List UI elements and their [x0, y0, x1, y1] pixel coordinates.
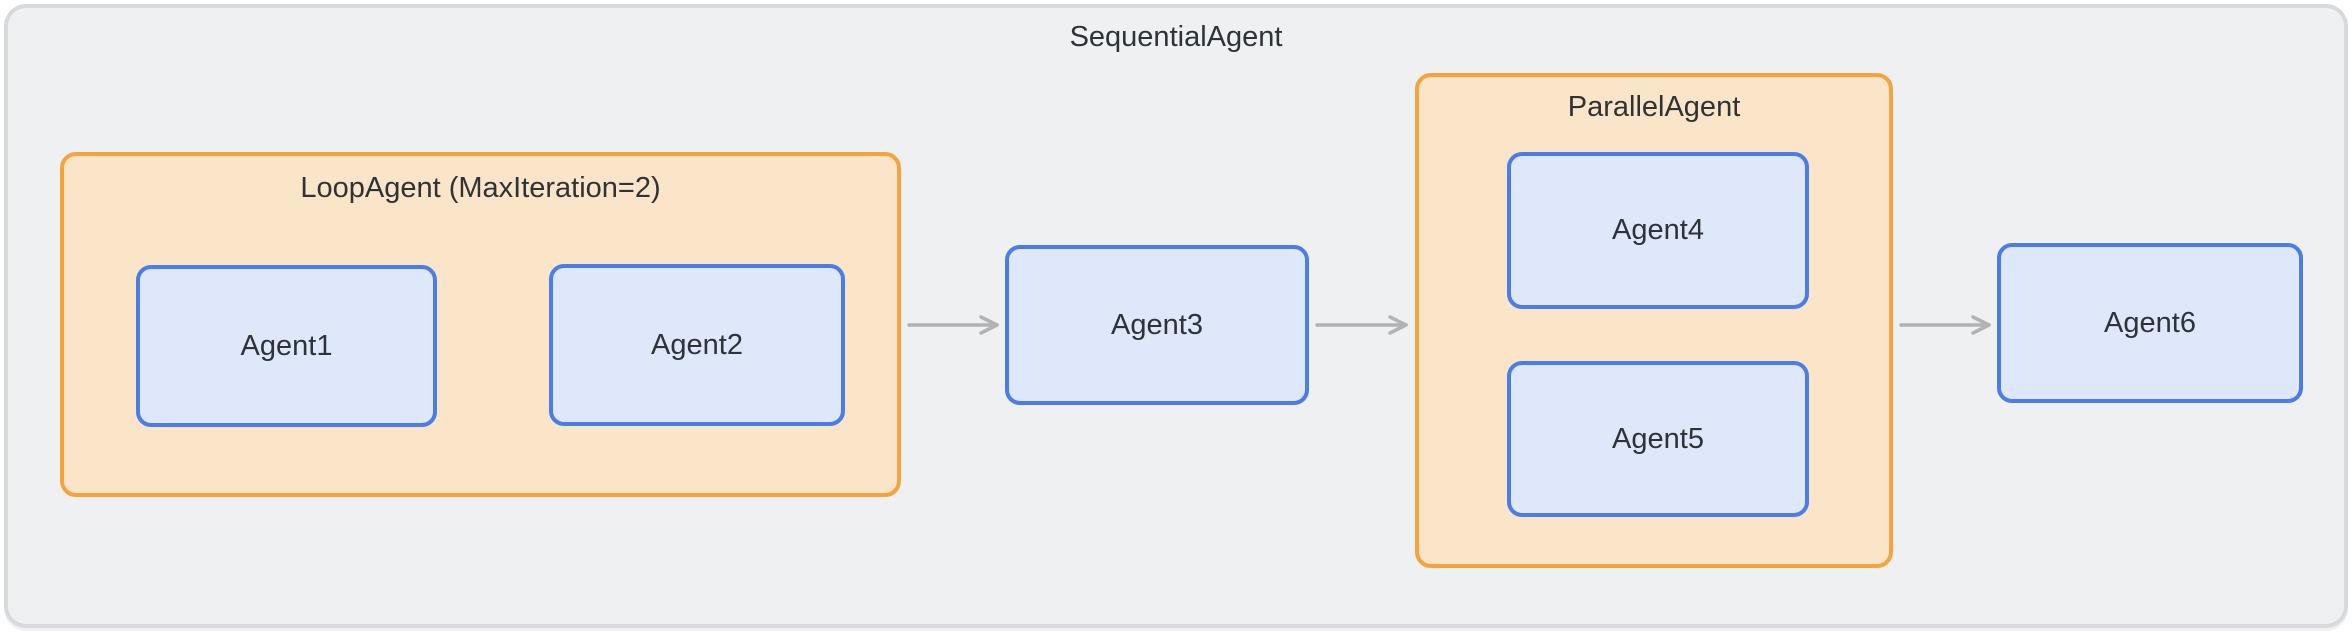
node-agent5: Agent5	[1507, 361, 1809, 517]
parallel-agent-container: ParallelAgent Agent4 Agent5	[1415, 73, 1893, 568]
node-agent2-label: Agent2	[651, 328, 743, 361]
parallel-agent-title: ParallelAgent	[1567, 91, 1741, 123]
node-agent4: Agent4	[1507, 152, 1809, 309]
node-agent6-label: Agent6	[2104, 306, 2196, 339]
node-agent4-label: Agent4	[1612, 214, 1704, 246]
node-agent1: Agent1	[136, 265, 437, 427]
sequential-agent-title: SequentialAgent	[1069, 21, 1283, 53]
loop-agent-title: LoopAgent (MaxIteration=2)	[300, 172, 661, 204]
loop-agent-container: LoopAgent (MaxIteration=2) Agent1 Agent2	[60, 152, 901, 497]
node-agent3: Agent3	[1005, 245, 1309, 405]
node-agent3-label: Agent3	[1111, 308, 1203, 341]
node-agent1-label: Agent1	[240, 329, 333, 362]
node-agent6: Agent6	[1997, 243, 2303, 403]
node-agent5-label: Agent5	[1612, 422, 1704, 455]
node-agent2: Agent2	[549, 264, 845, 426]
